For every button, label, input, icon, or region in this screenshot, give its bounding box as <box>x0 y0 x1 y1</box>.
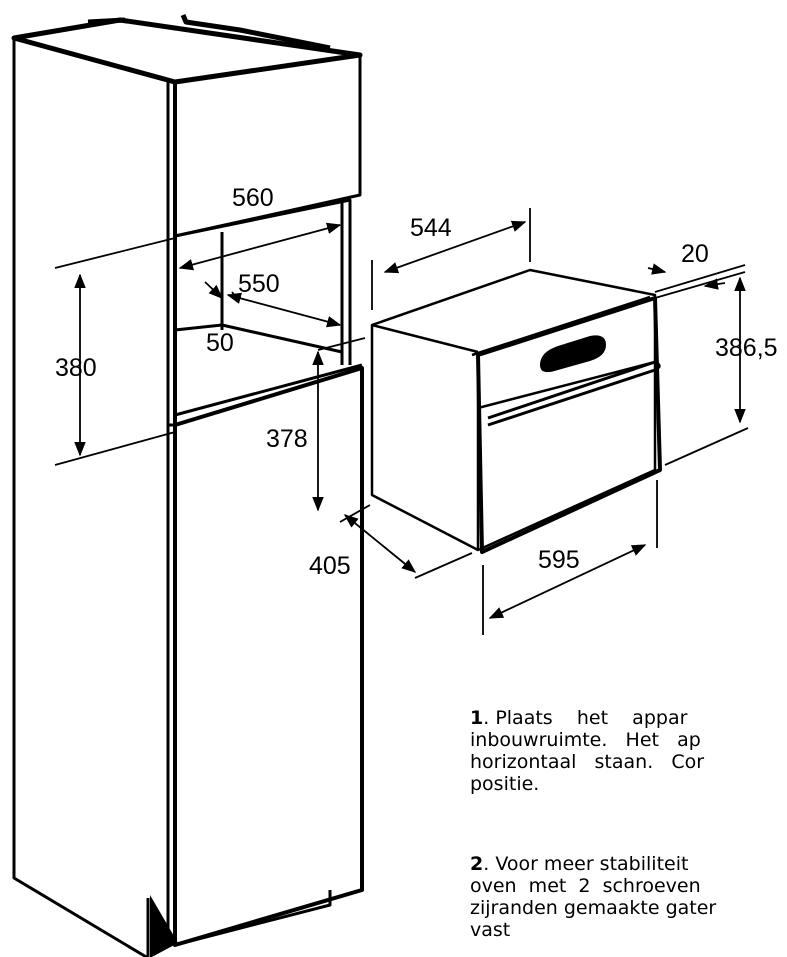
dim-line-550 <box>226 292 342 328</box>
instruction-line: zijranden gemaakte gater <box>470 897 717 919</box>
step-number: 1 <box>470 707 484 729</box>
dim-line-20 <box>654 264 746 293</box>
dim-line-595 <box>488 544 647 619</box>
instruction-line: . Voor meer stabiliteit <box>483 853 689 875</box>
dim-label-386: 386,5 <box>715 334 778 362</box>
dim-label-20: 20 <box>681 240 709 268</box>
instruction-line: . Plaats het appar <box>483 707 688 729</box>
plinth-corner <box>150 895 178 957</box>
dim-label-405: 405 <box>309 552 351 580</box>
instruction-line: oven met 2 schroeven <box>470 875 701 897</box>
dim-line-405 <box>343 514 417 573</box>
dim-label-595: 595 <box>538 546 580 574</box>
oven-appliance <box>370 268 662 554</box>
step-number: 2 <box>470 853 484 875</box>
dim-label-560: 560 <box>232 184 274 212</box>
dim-label-550: 550 <box>238 270 280 298</box>
instruction-line: positie. <box>470 773 540 795</box>
dim-label-544: 544 <box>410 214 452 242</box>
instruction-step-2: 2. Voor meer stabiliteit oven met 2 schr… <box>470 853 787 941</box>
instruction-line: horizontaal staan. Cor <box>470 751 705 773</box>
dim-line-560 <box>178 222 342 271</box>
dim-label-380: 380 <box>55 354 97 382</box>
instruction-step-1: 1. Plaats het appar inbouwruimte. Het ap… <box>470 707 787 795</box>
dim-line-50 <box>204 281 224 299</box>
oven-display-window <box>540 335 606 373</box>
dim-label-378: 378 <box>266 425 308 453</box>
dim-label-50: 50 <box>206 329 234 357</box>
instruction-line: inbouwruimte. Het ap <box>470 729 701 751</box>
dim-line-544 <box>383 220 527 274</box>
tall-cabinet <box>11 14 364 957</box>
instruction-line: vast <box>470 919 511 941</box>
